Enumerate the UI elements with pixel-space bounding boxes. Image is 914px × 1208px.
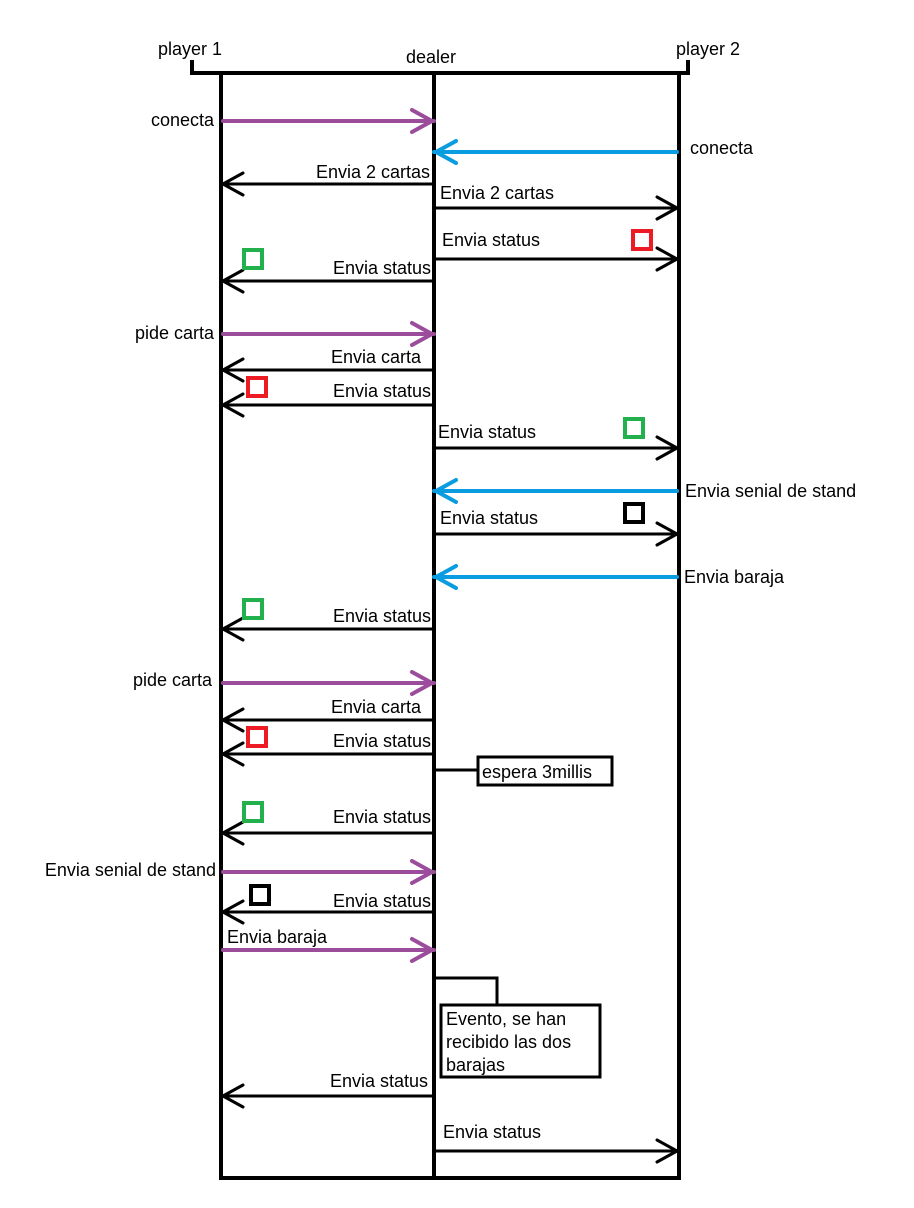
message-12: Envia status bbox=[434, 502, 681, 547]
message-14: Envia status bbox=[219, 598, 434, 642]
message-label: Envia status bbox=[333, 258, 431, 278]
message-22: Envia status bbox=[219, 1071, 434, 1109]
message-arrowhead bbox=[410, 108, 434, 134]
message-arrowhead bbox=[410, 937, 434, 963]
status-marker-black bbox=[623, 502, 645, 524]
message-13: Envia baraja bbox=[432, 564, 785, 590]
status-marker-black bbox=[249, 884, 271, 906]
message-arrowhead bbox=[221, 741, 245, 767]
status-marker-green bbox=[623, 417, 645, 439]
message-label: Envia 2 cartas bbox=[440, 183, 554, 203]
message-label: Envia 2 cartas bbox=[316, 162, 430, 182]
message-arrowhead bbox=[434, 139, 458, 165]
message-9: Envia status bbox=[219, 376, 434, 418]
event-note-line-1: Evento, se han bbox=[446, 1009, 566, 1029]
message-7: pide carta bbox=[135, 321, 436, 347]
message-label: conecta bbox=[690, 138, 754, 158]
message-label: pide carta bbox=[135, 323, 215, 343]
message-label: Envia senial de stand bbox=[685, 481, 856, 501]
participant-player1-label: player 1 bbox=[158, 39, 222, 59]
message-arrowhead bbox=[221, 171, 245, 197]
message-arrowhead bbox=[221, 1083, 245, 1109]
event-note-line-3: barajas bbox=[446, 1055, 505, 1075]
message-arrowhead bbox=[221, 616, 245, 642]
event-note-line-2: recibido las dos bbox=[446, 1032, 571, 1052]
message-10: Envia status bbox=[434, 417, 681, 461]
message-arrowhead bbox=[434, 478, 458, 504]
message-arrowhead bbox=[655, 435, 679, 461]
message-20: Envia status bbox=[219, 884, 434, 925]
message-arrowhead bbox=[221, 392, 245, 418]
message-18: Envia status bbox=[219, 801, 434, 846]
message-label: Envia baraja bbox=[227, 927, 328, 947]
message-5: Envia status bbox=[434, 229, 681, 272]
message-arrowhead bbox=[221, 268, 245, 294]
message-arrowhead bbox=[434, 564, 458, 590]
message-arrowhead bbox=[221, 899, 245, 925]
event-note-connector bbox=[436, 976, 499, 1005]
message-3: Envia 2 cartas bbox=[219, 162, 434, 197]
participant-player2-label: player 2 bbox=[676, 39, 740, 59]
message-arrowhead bbox=[410, 321, 434, 347]
message-8: Envia carta bbox=[219, 347, 434, 383]
message-arrowhead bbox=[221, 820, 245, 846]
message-11: Envia senial de stand bbox=[432, 478, 856, 504]
status-marker-red bbox=[246, 376, 268, 398]
message-19: Envia senial de stand bbox=[45, 859, 436, 885]
message-2: conecta bbox=[432, 138, 754, 165]
message-label: Envia status bbox=[333, 606, 431, 626]
status-marker-green bbox=[242, 598, 264, 620]
event-note-box bbox=[439, 1003, 602, 1079]
wait-note-text: espera 3millis bbox=[482, 762, 592, 782]
message-21: Envia baraja bbox=[221, 927, 436, 963]
message-17: Envia status bbox=[219, 726, 434, 767]
message-arrowhead bbox=[655, 521, 679, 547]
message-label: Envia baraja bbox=[684, 567, 785, 587]
message-label: Envia status bbox=[330, 1071, 428, 1091]
message-label: Envia status bbox=[438, 422, 536, 442]
message-arrowhead bbox=[221, 357, 245, 383]
message-label: Envia status bbox=[333, 731, 431, 751]
message-16: Envia carta bbox=[219, 697, 434, 733]
message-label: Envia carta bbox=[331, 347, 422, 367]
message-arrowhead bbox=[410, 859, 434, 885]
participant-dealer-label: dealer bbox=[406, 47, 456, 67]
message-6: Envia status bbox=[219, 248, 434, 294]
message-arrowhead bbox=[655, 246, 679, 272]
message-label: Envia senial de stand bbox=[45, 860, 216, 880]
message-label: conecta bbox=[151, 110, 215, 130]
message-label: pide carta bbox=[133, 670, 213, 690]
message-label: Envia carta bbox=[331, 697, 422, 717]
message-label: Envia status bbox=[443, 1122, 541, 1142]
message-arrowhead bbox=[221, 707, 245, 733]
message-label: Envia status bbox=[333, 381, 431, 401]
message-arrowhead bbox=[655, 1138, 679, 1164]
message-label: Envia status bbox=[333, 891, 431, 911]
message-1: conecta bbox=[151, 108, 436, 134]
message-label: Envia status bbox=[333, 807, 431, 827]
status-marker-red bbox=[246, 726, 268, 748]
message-4: Envia 2 cartas bbox=[434, 183, 681, 221]
message-15: pide carta bbox=[133, 670, 436, 696]
status-marker-green bbox=[242, 248, 264, 270]
message-label: Envia status bbox=[442, 230, 540, 250]
status-marker-green bbox=[242, 801, 264, 823]
message-arrowhead bbox=[410, 670, 434, 696]
message-label: Envia status bbox=[440, 508, 538, 528]
message-arrowhead bbox=[655, 195, 679, 221]
message-23: Envia status bbox=[434, 1122, 681, 1164]
status-marker-red bbox=[631, 229, 653, 251]
wait-note-box bbox=[476, 755, 614, 787]
